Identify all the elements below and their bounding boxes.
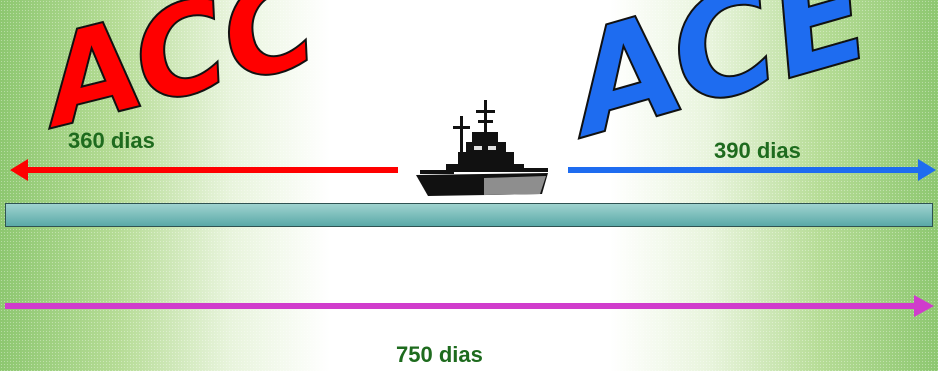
battleship-icon bbox=[416, 100, 548, 196]
total-duration-label: 750 dias bbox=[396, 342, 483, 367]
total-arrow-head bbox=[914, 295, 934, 317]
left-arrow-line bbox=[26, 167, 398, 173]
right-arrow-line bbox=[568, 167, 920, 173]
water-bar bbox=[5, 203, 933, 227]
right-arrow-head bbox=[918, 159, 936, 181]
left-arrow-head bbox=[10, 159, 28, 181]
left-duration-label: 360 dias bbox=[68, 128, 155, 153]
total-arrow-line bbox=[5, 303, 917, 309]
right-duration-label: 390 dias bbox=[714, 138, 801, 163]
